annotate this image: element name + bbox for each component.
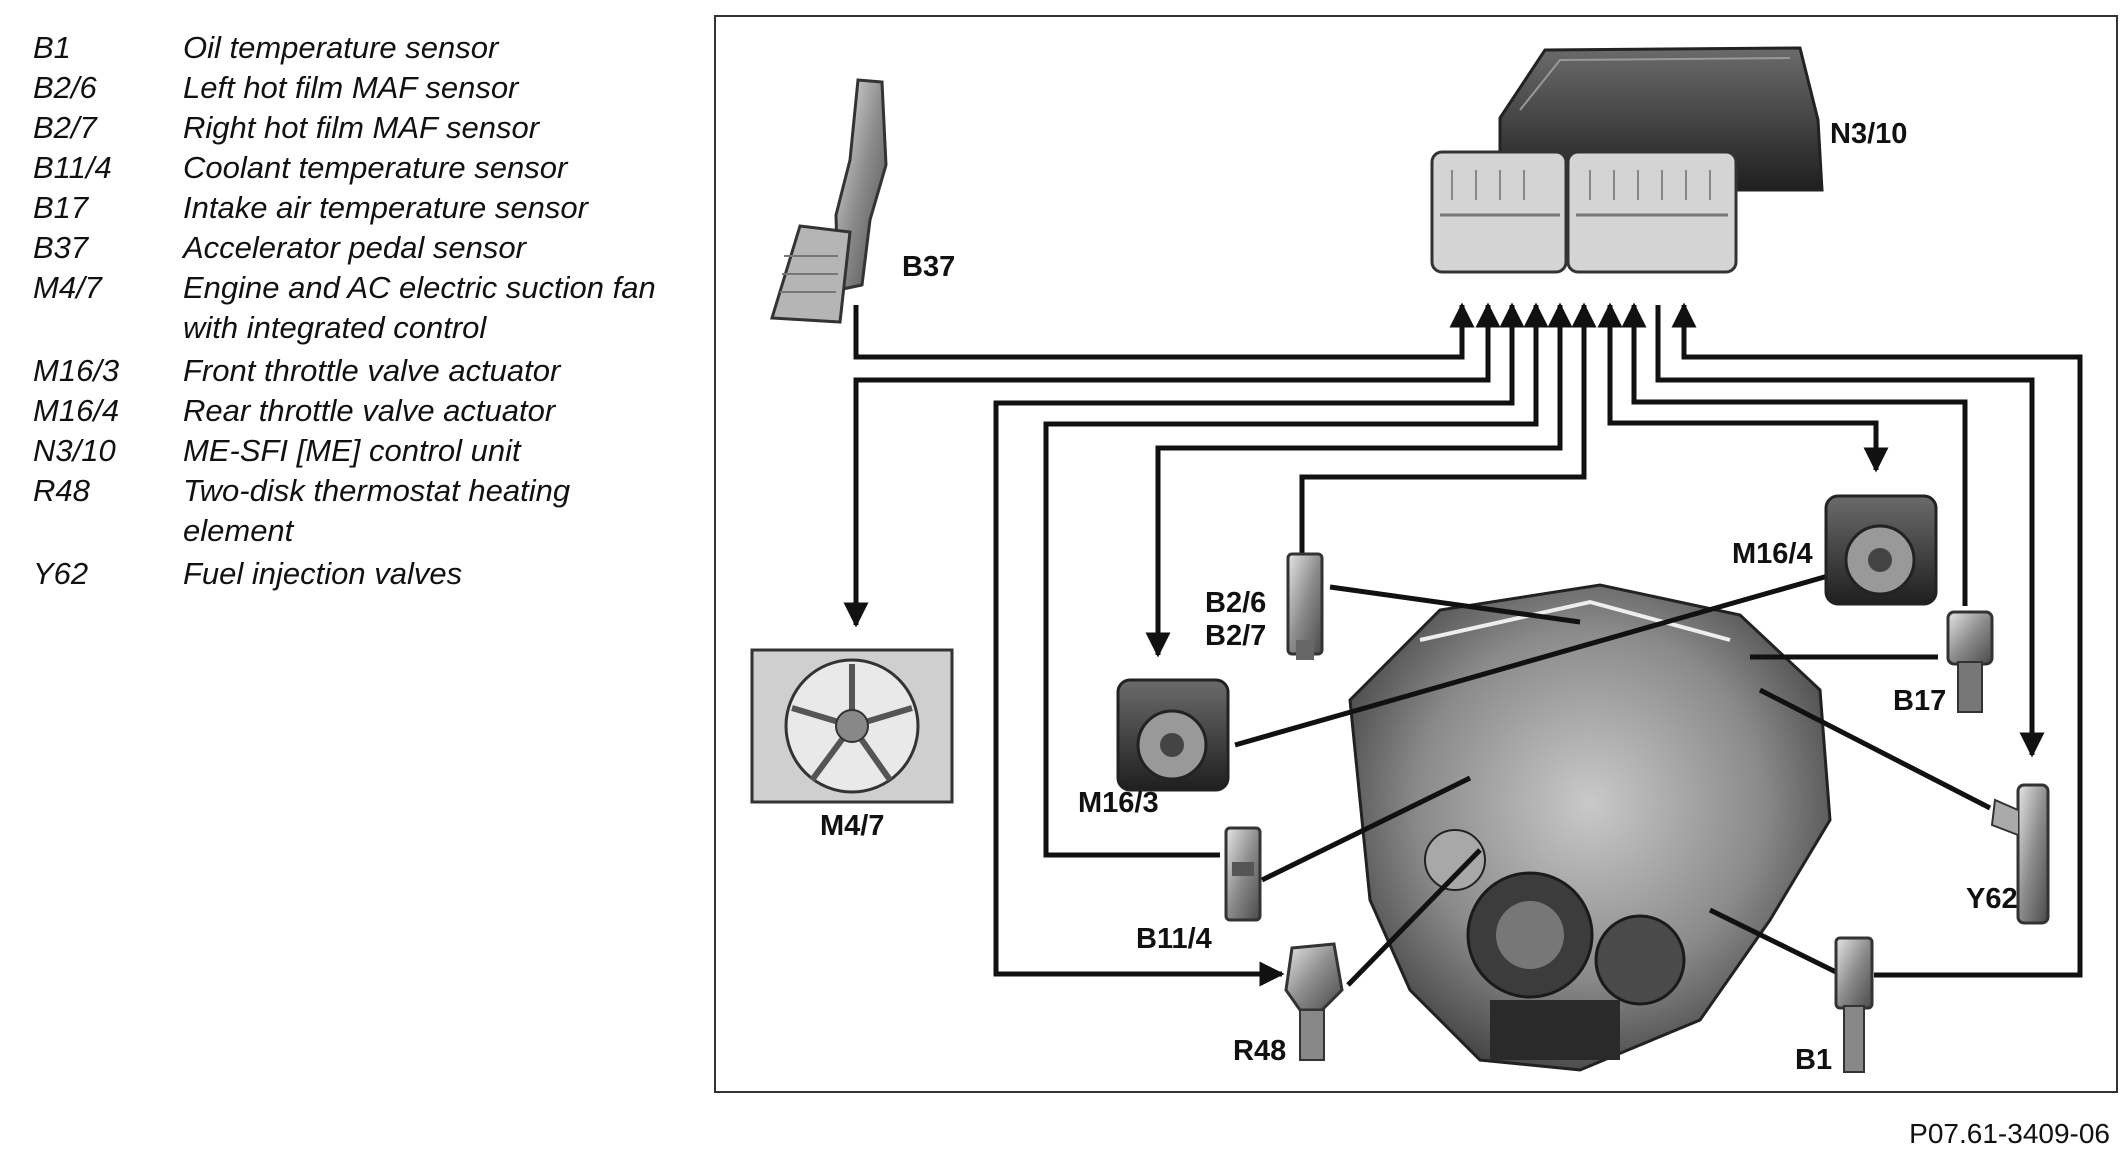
intake-air-sensor-b17	[1946, 610, 1994, 713]
legend-code: Y62	[33, 556, 89, 591]
legend-desc: ME-SFI [ME] control unit	[183, 433, 521, 468]
label-b2-6: B2/6	[1205, 587, 1266, 619]
label-b17: B17	[1893, 685, 1946, 717]
legend-row-b11-4: B11/4 Coolant temperature sensor	[33, 148, 683, 188]
legend-code: B2/6	[33, 70, 97, 105]
label-b2-7: B2/7	[1205, 620, 1266, 652]
throttle-actuator-m16-3	[1116, 678, 1230, 792]
label-m16-4: M16/4	[1732, 538, 1813, 570]
legend-desc: Right hot film MAF sensor	[183, 110, 540, 145]
legend-desc: Two-disk thermostat heating element	[183, 473, 571, 548]
diagram-frame	[714, 15, 2118, 1093]
wire-m16-4	[1597, 302, 1889, 473]
wire-m4-7	[843, 302, 1501, 628]
label-m4-7: M4/7	[820, 810, 884, 842]
legend-row-m16-4: M16/4 Rear throttle valve actuator	[33, 391, 683, 431]
suction-fan-m4-7	[750, 648, 954, 804]
legend-desc: Intake air temperature sensor	[183, 190, 588, 225]
label-n3-10: N3/10	[1830, 118, 1907, 150]
legend-code: N3/10	[33, 433, 116, 468]
legend-desc: Oil temperature sensor	[183, 30, 499, 65]
legend-desc: Front throttle valve actuator	[183, 353, 561, 388]
legend-code: M16/4	[33, 393, 120, 428]
wire-y62-right	[1671, 302, 2083, 978]
legend-row-b17: B17 Intake air temperature sensor	[33, 188, 683, 228]
legend-row-m16-3: M16/3 Front throttle valve actuator	[33, 351, 683, 391]
legend-row-y62: Y62 Fuel injection valves	[33, 554, 683, 594]
wire-b2	[1299, 302, 1597, 556]
wire-m16-3	[1145, 302, 1573, 658]
pointer-lines	[1234, 571, 1992, 987]
legend-code: B37	[33, 230, 89, 265]
fuel-injector-y62	[1990, 783, 2050, 925]
label-b1: B1	[1795, 1044, 1832, 1076]
legend-desc: Accelerator pedal sensor	[183, 230, 526, 265]
legend-code: B11/4	[33, 150, 112, 185]
control-unit-n3-10	[1430, 46, 1824, 274]
legend-row-b37: B37 Accelerator pedal sensor	[33, 228, 683, 268]
legend-row-b2-6: B2/6 Left hot film MAF sensor	[33, 68, 683, 108]
legend-code: R48	[33, 473, 90, 508]
legend-code: M4/7	[33, 270, 102, 305]
label-b37: B37	[902, 251, 955, 283]
component-legend: B1 Oil temperature sensor B2/6 Left hot …	[33, 28, 683, 594]
oil-temp-sensor-b1	[1834, 936, 1874, 1073]
label-b11-4: B11/4	[1136, 923, 1212, 955]
wiring-lines	[843, 302, 2083, 987]
legend-desc: Engine and AC electric suction fan with …	[183, 270, 656, 345]
legend-desc: Rear throttle valve actuator	[183, 393, 556, 428]
label-r48: R48	[1233, 1035, 1286, 1067]
legend-row-n3-10: N3/10 ME-SFI [ME] control unit	[33, 431, 683, 471]
legend-row-r48: R48 Two-disk thermostat heating element	[33, 471, 683, 551]
legend-row-m4-7: M4/7 Engine and AC electric suction fan …	[33, 268, 683, 348]
label-y62: Y62	[1966, 883, 2018, 915]
legend-code: B17	[33, 190, 89, 225]
wire-b17	[1655, 305, 2045, 758]
legend-code: M16/3	[33, 353, 120, 388]
legend-desc: Coolant temperature sensor	[183, 150, 568, 185]
legend-code: B2/7	[33, 110, 97, 145]
legend-desc: Fuel injection valves	[183, 556, 463, 591]
legend-desc: Left hot film MAF sensor	[183, 70, 519, 105]
throttle-actuator-m16-4	[1824, 494, 1938, 606]
maf-sensor-b2	[1286, 552, 1324, 660]
legend-row-b2-7: B2/7 Right hot film MAF sensor	[33, 108, 683, 148]
legend-row-b1: B1 Oil temperature sensor	[33, 28, 683, 68]
wire-b37	[853, 302, 1475, 360]
accelerator-pedal-b37	[770, 78, 888, 324]
legend-code: B1	[33, 30, 71, 65]
thermostat-heater-r48	[1284, 942, 1344, 1061]
label-m16-3: M16/3	[1078, 787, 1159, 819]
figure-reference: P07.61-3409-06	[1909, 1118, 2110, 1149]
wire-b1	[1621, 302, 1968, 606]
engine-block	[1348, 583, 1832, 1072]
coolant-sensor-b11-4	[1224, 826, 1262, 922]
